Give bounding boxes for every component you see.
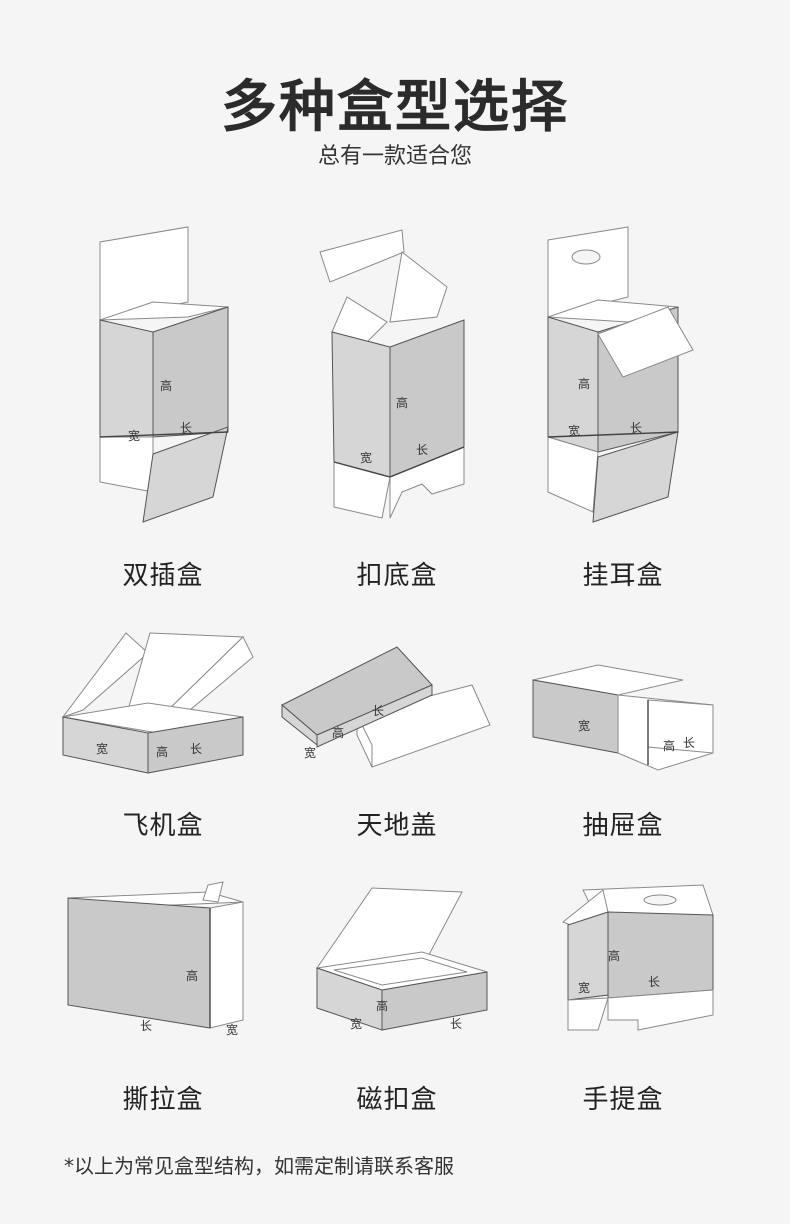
box-item-magnetic: 高 宽 长 磁扣盒 [272,880,522,1116]
crash-lock-box-illustration: 高 宽 长 [319,229,465,519]
dim-length: 长 [630,421,642,435]
box-label: 扣底盒 [356,561,438,591]
box-item-lid-base: 高 长 宽 天地盖 [272,625,522,842]
dim-length: 长 [190,742,202,756]
dim-height: 高 [578,376,590,391]
box-label: 挂耳盒 [582,561,664,591]
mailer-box-illustration: 宽 高 长 [61,632,254,774]
drawer-box-illustration: 宽 高 长 [532,664,714,771]
page-title: 多种盒型选择 [221,75,569,140]
box-item-drawer: 宽 高 长 抽屉盒 [498,625,748,842]
dim-width: 宽 [128,428,140,443]
dim-width: 宽 [578,980,590,995]
dim-length: 长 [648,975,660,989]
box-item-hang-tab: 高 宽 长 挂耳盒 [498,222,748,592]
handle-box-illustration: 高 宽 长 [562,884,714,1031]
box-label: 撕拉盒 [122,1085,204,1115]
dim-height: 高 [156,744,168,759]
tear-strip-box-illustration: 高 长 宽 [67,881,244,1037]
lid-base-box-illustration: 高 长 宽 [281,646,491,768]
box-item-double-tuck: 高 宽 长 双插盒 [38,222,288,592]
box-label: 天地盖 [356,811,438,841]
dim-height: 高 [186,968,198,983]
dim-height: 高 [376,998,388,1013]
double-tuck-box-illustration: 高 宽 长 [99,226,229,523]
dim-width: 宽 [226,1022,238,1037]
box-label: 抽屉盒 [582,811,664,841]
dim-width: 宽 [304,745,316,760]
magnetic-box-illustration: 高 宽 长 [316,887,488,1031]
dim-width: 宽 [96,741,108,756]
dim-height: 高 [608,948,620,963]
dim-length: 长 [683,736,695,750]
dim-width: 宽 [350,1016,362,1031]
dim-height: 高 [663,738,675,753]
box-label: 飞机盒 [122,811,204,841]
dim-length: 长 [450,1017,462,1031]
page-subtitle: 总有一款适合您 [317,144,472,169]
hang-tab-box-illustration: 高 宽 长 [547,226,694,523]
dim-length: 长 [180,421,192,435]
dim-length: 长 [372,704,384,718]
dim-height: 高 [396,395,408,410]
box-label: 手提盒 [582,1085,664,1115]
dim-width: 宽 [360,450,372,465]
dim-length: 长 [416,443,428,457]
footnote: *以上为常见盒型结构，如需定制请联系客服 [64,1154,454,1178]
dim-length: 长 [140,1019,152,1033]
dim-width: 宽 [568,423,580,438]
dim-width: 宽 [578,718,590,733]
box-label: 磁扣盒 [356,1085,438,1115]
box-item-tear-strip: 高 长 宽 撕拉盒 [38,880,288,1116]
box-item-crash-lock-bottom: 高 宽 长 扣底盒 [272,222,522,592]
box-label: 双插盒 [122,561,204,591]
box-item-handle: 高 宽 长 手提盒 [498,880,748,1116]
box-item-mailer: 宽 高 长 飞机盒 [38,625,288,842]
dim-height: 高 [160,378,172,393]
dim-height: 高 [332,725,344,740]
